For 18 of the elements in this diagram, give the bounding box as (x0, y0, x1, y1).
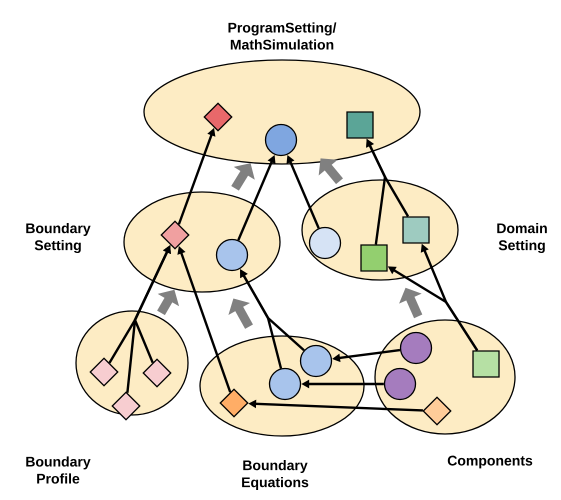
drawn-circle (308, 226, 342, 260)
drawn-square (402, 216, 430, 244)
drawn-square (472, 350, 500, 378)
drawn-square (360, 244, 388, 272)
drawn-square (346, 111, 374, 139)
group-heading: Boundary Profile (26, 456, 91, 484)
drawn-circle (400, 332, 432, 364)
drawn-circle (300, 344, 332, 378)
group-heading: Boundary Equations (242, 460, 308, 490)
drawn-circle (264, 124, 298, 156)
group-heading: Domain Setting (497, 222, 547, 254)
group-heading: ProgramSetting/ MathSimulation (228, 22, 336, 50)
drawn-circle (216, 238, 248, 272)
drawn-circle (384, 368, 416, 400)
group-heading: Boundary Setting (26, 222, 91, 254)
block-arrow (228, 298, 253, 329)
drawn-circle (268, 368, 302, 400)
group-heading: Components (448, 456, 532, 468)
